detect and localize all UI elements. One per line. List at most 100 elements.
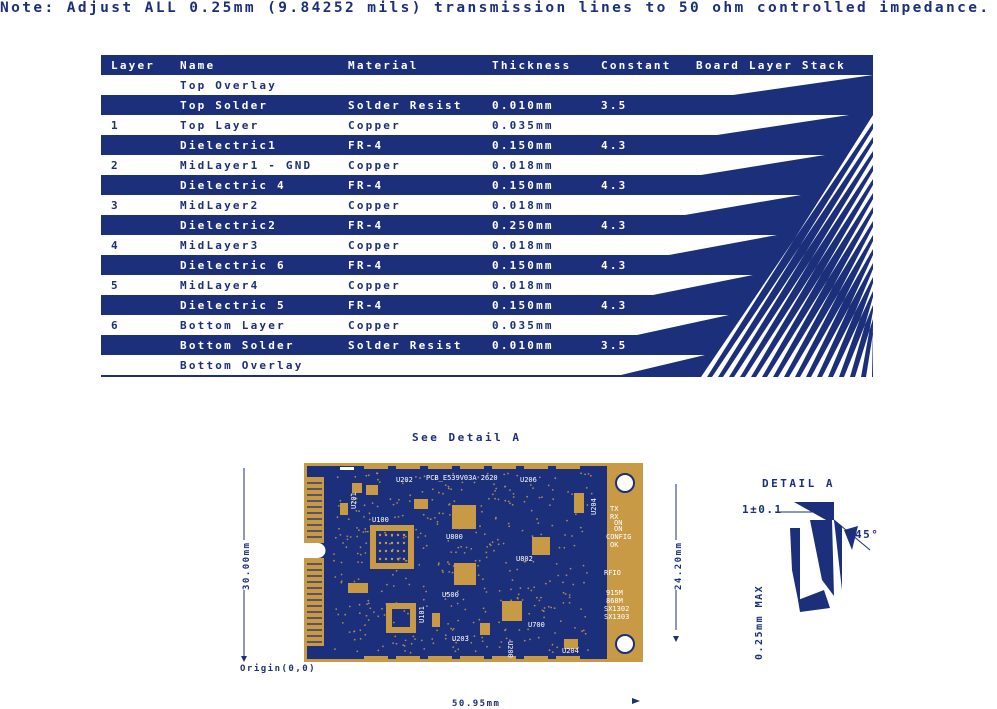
svg-text:U101: U101 — [418, 606, 426, 623]
svg-text:U203: U203 — [452, 635, 469, 643]
svg-text:ON: ON — [614, 525, 622, 533]
constant-cell: 4.3 — [601, 179, 628, 192]
material-cell: Copper — [348, 159, 401, 172]
svg-text:SX1302: SX1302 — [604, 605, 629, 613]
material-cell: FR-4 — [348, 259, 384, 272]
svg-text:U201: U201 — [350, 492, 358, 509]
svg-text:868M: 868M — [606, 597, 623, 605]
width-label: 50.95mm — [452, 699, 501, 709]
svg-text:RX: RX — [610, 513, 619, 521]
thickness-cell: 0.150mm — [492, 139, 554, 152]
header-constant: Constant — [601, 59, 672, 72]
material-cell: Copper — [348, 279, 401, 292]
svg-text:U204: U204 — [562, 647, 579, 655]
name-cell: Bottom Layer — [180, 319, 286, 332]
stackup-row: 6 Bottom Layer Copper 0.035mm — [101, 315, 873, 335]
name-cell: MidLayer2 — [180, 199, 260, 212]
constant-cell: 4.3 — [601, 259, 628, 272]
name-cell: Dielectric 6 — [180, 259, 286, 272]
pcb-label: PCB_E539V03A 2620 — [426, 474, 498, 482]
header-layer: Layer — [111, 59, 156, 72]
stackup-row: 3 MidLayer2 Copper 0.018mm — [101, 195, 873, 215]
svg-text:915M: 915M — [606, 589, 623, 597]
stackup-header-row: Layer Name Material Thickness Constant B… — [101, 55, 873, 75]
silkscreen-labels: PCB_E539V03A 2620 U202 U201 U206 U204 U1… — [350, 474, 631, 658]
svg-text:U500: U500 — [442, 591, 459, 599]
svg-text:OK: OK — [610, 541, 619, 549]
detail-drawing — [775, 502, 871, 612]
stackup-row: Dielectric 4 FR-4 0.150mm 4.3 — [101, 175, 873, 195]
layer-cell: 1 — [111, 119, 120, 132]
stackup-table: Layer Name Material Thickness Constant B… — [101, 55, 873, 377]
thickness-cell: 0.150mm — [492, 259, 554, 272]
layer-cell: 2 — [111, 159, 120, 172]
inner-height-dimension — [673, 484, 679, 642]
edge-connector — [304, 477, 324, 646]
thickness-cell: 0.035mm — [492, 119, 554, 132]
pcb-board: PCB_E539V03A 2620 U202 U201 U206 U204 U1… — [304, 463, 643, 662]
detail-depth: 0.25mm MAX — [754, 584, 765, 660]
thickness-cell: 0.150mm — [492, 299, 554, 312]
svg-text:U800: U800 — [446, 533, 463, 541]
svg-text:U204: U204 — [590, 498, 598, 515]
thickness-cell: 0.035mm — [492, 319, 554, 332]
layer-cell: 3 — [111, 199, 120, 212]
stackup-row: Bottom Overlay — [101, 355, 873, 375]
stackup-row: 2 MidLayer1 - GND Copper 0.018mm — [101, 155, 873, 175]
stackup-row: Bottom Solder Solder Resist 0.010mm 3.5 — [101, 335, 873, 355]
svg-text:TX: TX — [610, 505, 619, 513]
header-thickness: Thickness — [492, 59, 572, 72]
svg-text:U700: U700 — [528, 621, 545, 629]
inner-height-label: 24.20mm — [674, 541, 684, 590]
thickness-cell: 0.018mm — [492, 199, 554, 212]
svg-text:U202: U202 — [396, 476, 413, 484]
name-cell: Bottom Solder — [180, 339, 295, 352]
detail-title: DETAIL A — [762, 477, 835, 490]
thickness-cell: 0.250mm — [492, 219, 554, 232]
see-detail-label: See Detail A — [412, 431, 522, 444]
svg-text:U206: U206 — [520, 476, 537, 484]
constant-cell: 3.5 — [601, 99, 628, 112]
layer-cell: 5 — [111, 279, 120, 292]
svg-text:SX1303: SX1303 — [604, 613, 629, 621]
height-dimension — [241, 468, 247, 662]
material-cell: FR-4 — [348, 179, 384, 192]
stackup-row: Top Overlay — [101, 75, 873, 95]
svg-text:RFIO: RFIO — [604, 569, 621, 577]
header-board-layer-stack: Board Layer Stack — [696, 59, 846, 72]
name-cell: Top Solder — [180, 99, 269, 112]
header-name: Name — [180, 59, 216, 72]
origin-label: Origin(0,0) — [240, 664, 317, 674]
detail-angle: 45° — [855, 528, 880, 541]
stackup-hatch-pattern — [101, 75, 873, 377]
material-cell: Copper — [348, 319, 401, 332]
impedance-note: Note: Adjust ALL 0.25mm (9.84252 mils) t… — [0, 0, 991, 16]
width-arrow — [632, 698, 640, 704]
name-cell: MidLayer1 - GND — [180, 159, 313, 172]
thickness-cell: 0.150mm — [492, 179, 554, 192]
material-cell: Copper — [348, 199, 401, 212]
stackup-row: Dielectric 6 FR-4 0.150mm 4.3 — [101, 255, 873, 275]
name-cell: Dielectric1 — [180, 139, 278, 152]
thickness-cell: 0.010mm — [492, 339, 554, 352]
material-cell: Copper — [348, 239, 401, 252]
constant-cell: 3.5 — [601, 339, 628, 352]
material-cell: Solder Resist — [348, 339, 463, 352]
layer-cell: 6 — [111, 319, 120, 332]
material-cell: FR-4 — [348, 299, 384, 312]
constant-cell: 4.3 — [601, 299, 628, 312]
svg-text:U200: U200 — [506, 641, 514, 658]
thickness-cell: 0.018mm — [492, 239, 554, 252]
header-material: Material — [348, 59, 419, 72]
svg-text:U100: U100 — [372, 516, 389, 524]
name-cell: Dielectric 4 — [180, 179, 286, 192]
thickness-cell: 0.018mm — [492, 159, 554, 172]
svg-text:CONFIG: CONFIG — [606, 533, 631, 541]
thickness-cell: 0.010mm — [492, 99, 554, 112]
